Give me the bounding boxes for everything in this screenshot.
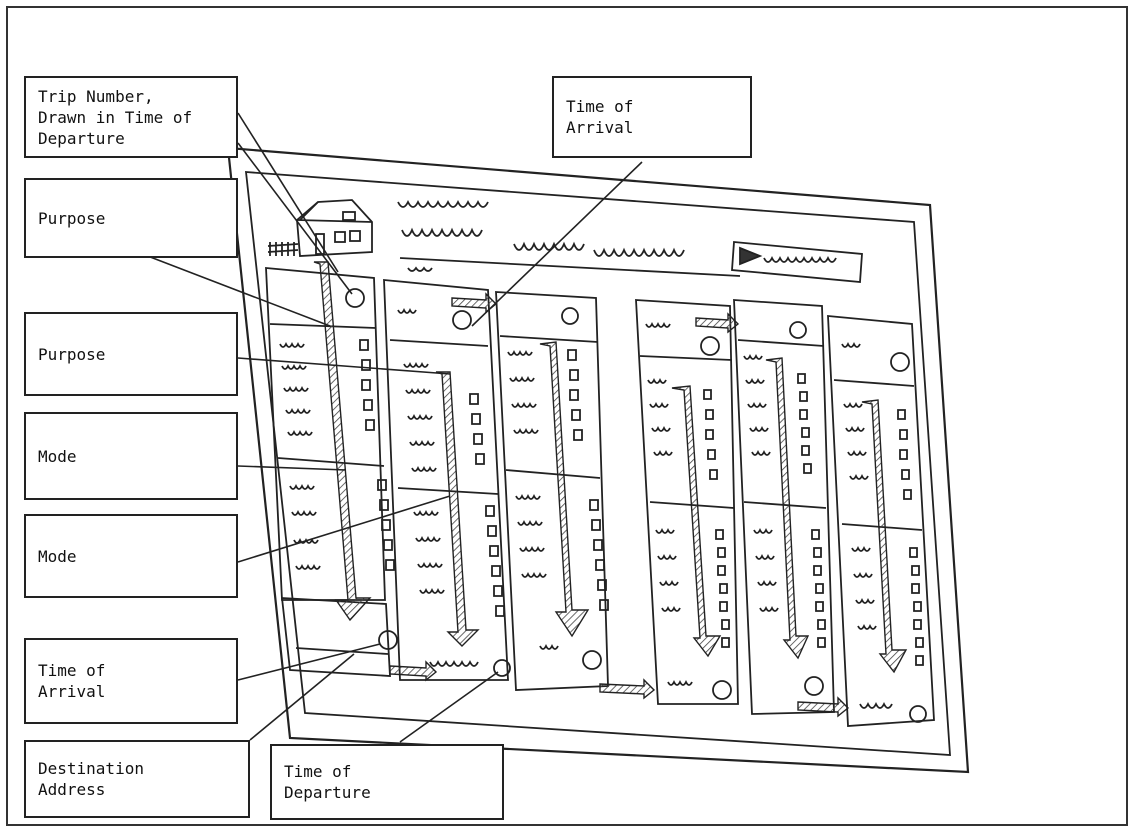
label-time-of-arrival-top-text: Time of Arrival (566, 96, 633, 138)
label-destination-address: Destination Address (24, 740, 250, 818)
label-trip-number-text: Trip Number, Drawn in Time of Departure (38, 86, 192, 149)
header-button-sketch (732, 242, 862, 282)
label-time-of-arrival-bottom-text: Time of Arrival (38, 660, 105, 702)
label-purpose-2-text: Purpose (38, 344, 105, 365)
trip-column-4 (636, 300, 738, 704)
label-time-of-departure: Time of Departure (270, 744, 504, 820)
label-time-of-arrival-top: Time of Arrival (552, 76, 752, 158)
label-purpose-2: Purpose (24, 312, 238, 396)
label-trip-number: Trip Number, Drawn in Time of Departure (24, 76, 238, 158)
label-mode-2: Mode (24, 514, 238, 598)
label-time-of-arrival-bottom: Time of Arrival (24, 638, 238, 724)
trip-column-2 (384, 280, 510, 680)
header-handwriting (398, 202, 740, 276)
label-purpose-1-text: Purpose (38, 208, 105, 229)
label-time-of-departure-text: Time of Departure (284, 761, 371, 803)
label-mode-1-text: Mode (38, 446, 77, 467)
label-mode-2-text: Mode (38, 546, 77, 567)
label-destination-address-text: Destination Address (38, 758, 144, 800)
home-house-icon (268, 200, 372, 256)
label-mode-1: Mode (24, 412, 238, 500)
label-purpose-1: Purpose (24, 178, 238, 258)
